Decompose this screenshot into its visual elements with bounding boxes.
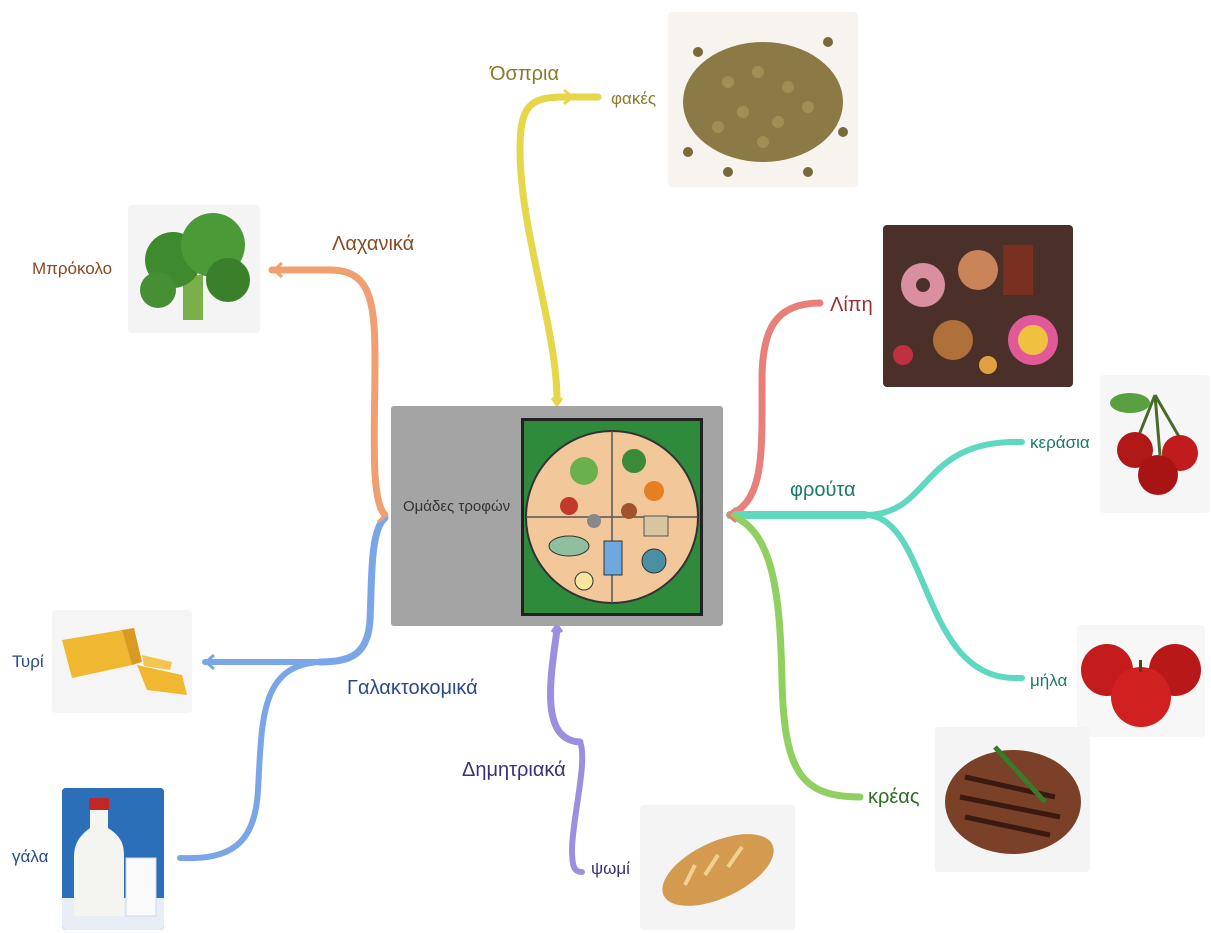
food-plate-icon [521,418,703,616]
label-frouta[interactable]: φρούτα [790,479,856,501]
label-galaktokomika[interactable]: Γαλακτοκομικά [347,677,478,699]
label-brokolo[interactable]: Μπρόκολο [32,259,113,278]
branch-ospria [516,93,602,404]
label-ospria[interactable]: Όσπρια [490,63,560,85]
label-lipi[interactable]: Λίπη [830,294,873,316]
label-gala[interactable]: γάλα [12,847,49,866]
label-fakes[interactable]: φακές [611,89,657,108]
bread-image [640,805,795,930]
branch-mila [862,512,1025,681]
label-kerasia[interactable]: κεράσια [1030,433,1090,452]
cherries-image [1100,375,1210,513]
label-lachanika[interactable]: Λαχανικά [332,233,415,255]
branch-kreas [726,511,864,801]
branch-galaktokomika [316,514,389,666]
label-mila[interactable]: μήλα [1030,671,1068,690]
branch-gala [177,659,323,862]
apples-image [1077,625,1205,737]
branch-lipi [726,299,824,519]
broccoli-image [128,205,260,333]
branch-dimitriaka [547,626,584,746]
label-kreas[interactable]: κρέας [868,786,920,808]
sweets-image [883,225,1073,387]
center-title: Ομάδες τροφών [403,498,511,515]
center-node[interactable]: Ομάδες τροφών [391,406,723,626]
cheese-image [52,610,192,713]
milk-image [62,788,164,930]
steak-image [935,727,1090,872]
label-tyri[interactable]: Τυρί [12,652,44,671]
label-dimitriaka[interactable]: Δημητριακά [462,759,566,781]
label-psomi[interactable]: ψωμί [591,859,630,878]
branch-kerasia [862,439,1025,518]
branch-lachanika [268,266,389,519]
lentils-image [668,12,858,187]
branch-psomi [569,739,586,875]
